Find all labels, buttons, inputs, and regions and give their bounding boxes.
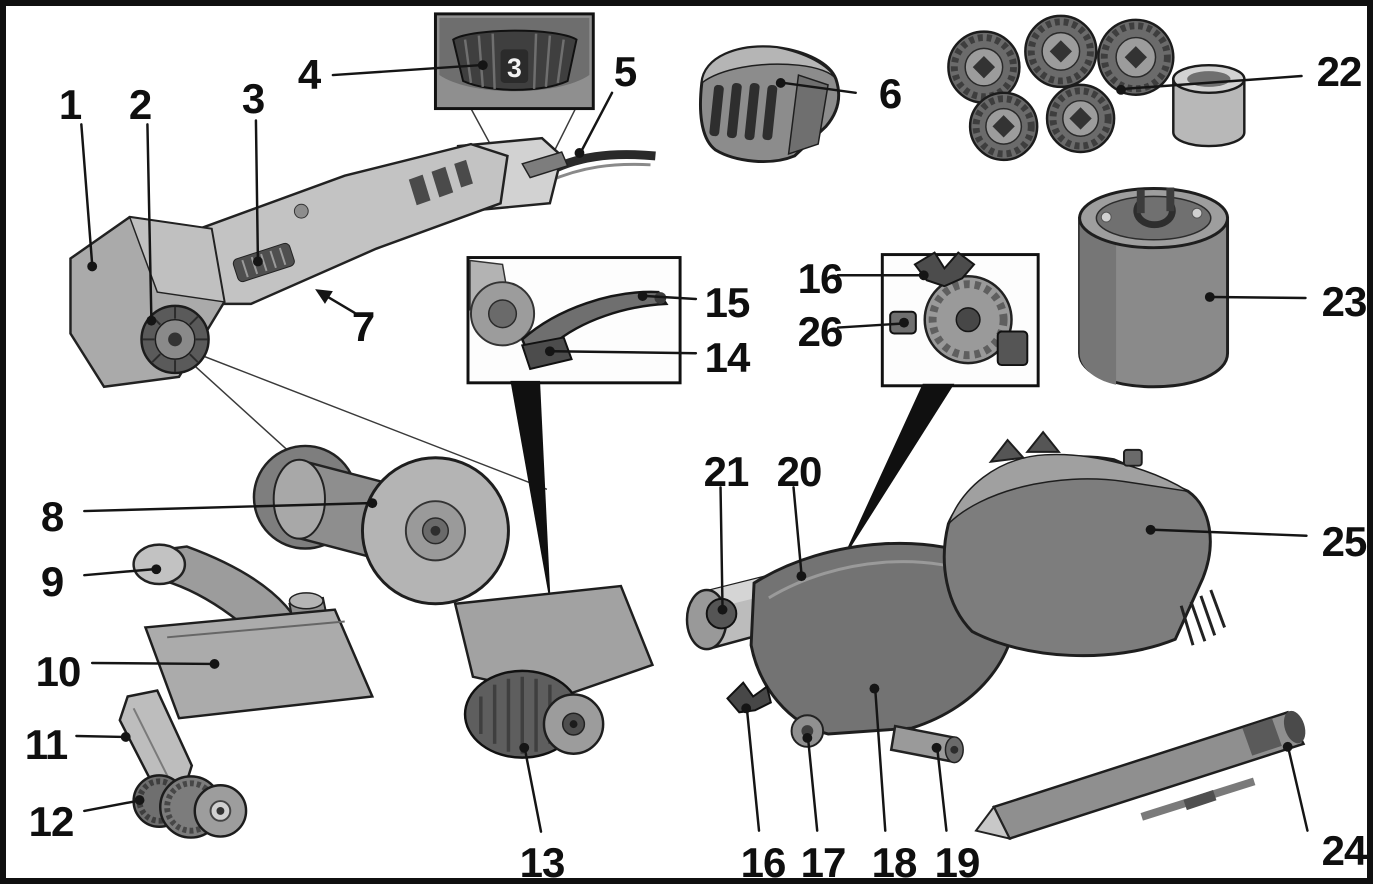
dial-value: 3 [507, 53, 522, 83]
callout-1: 1 [58, 81, 82, 128]
callout-18: 18 [871, 839, 918, 884]
callout-6: 6 [878, 70, 902, 117]
callout-17: 17 [800, 839, 847, 884]
wing-nut [726, 681, 772, 714]
callout-2: 2 [128, 81, 152, 128]
callout-21: 21 [703, 448, 750, 495]
callout-25: 25 [1321, 518, 1367, 565]
callout-12: 12 [28, 798, 75, 845]
knurled-knob [463, 669, 605, 759]
leader-lines [75, 63, 1309, 833]
leader-dots [87, 60, 1293, 806]
callout-8: 8 [40, 493, 64, 540]
extraction-guard-part [699, 45, 841, 164]
arrow-7-icon [315, 289, 333, 304]
clamp-lever-detail-inset [466, 256, 682, 385]
spindle-gear-icon [140, 304, 210, 375]
callout-16b: 16 [740, 839, 787, 884]
callout-14: 14 [704, 334, 751, 381]
handle-rod-part [974, 710, 1306, 841]
callout-10: 10 [35, 648, 82, 695]
callout-23: 23 [1321, 278, 1367, 325]
callout-22: 22 [1316, 48, 1363, 95]
guard-plate [143, 608, 375, 720]
callout-9: 9 [40, 558, 64, 605]
guide-roller [132, 774, 248, 839]
callout-19: 19 [934, 839, 981, 884]
speed-dial-inset: 3 [433, 12, 595, 111]
callout-20: 20 [776, 448, 823, 495]
callout-16a: 16 [797, 255, 844, 302]
pointer-wedges [510, 380, 955, 608]
callout-24: 24 [1321, 827, 1367, 874]
brush-disc-set-part [947, 14, 1246, 162]
sleeve-drum-part [1078, 187, 1230, 389]
callout-3: 3 [241, 75, 265, 122]
wing-knob [913, 251, 976, 288]
callout-4: 4 [297, 51, 321, 98]
callout-5: 5 [613, 48, 637, 95]
power-tool-illustration [69, 136, 656, 389]
callout-15: 15 [704, 279, 751, 326]
callout-11: 11 [24, 721, 68, 768]
diagram-artwork: 3 [69, 12, 1309, 841]
cover-hood-part [942, 430, 1226, 658]
roller-frame-assembly [118, 444, 655, 839]
callout-7: 7 [351, 303, 375, 350]
callout-13: 13 [519, 839, 566, 884]
callout-26: 26 [797, 308, 844, 355]
speed-switch [232, 242, 295, 283]
